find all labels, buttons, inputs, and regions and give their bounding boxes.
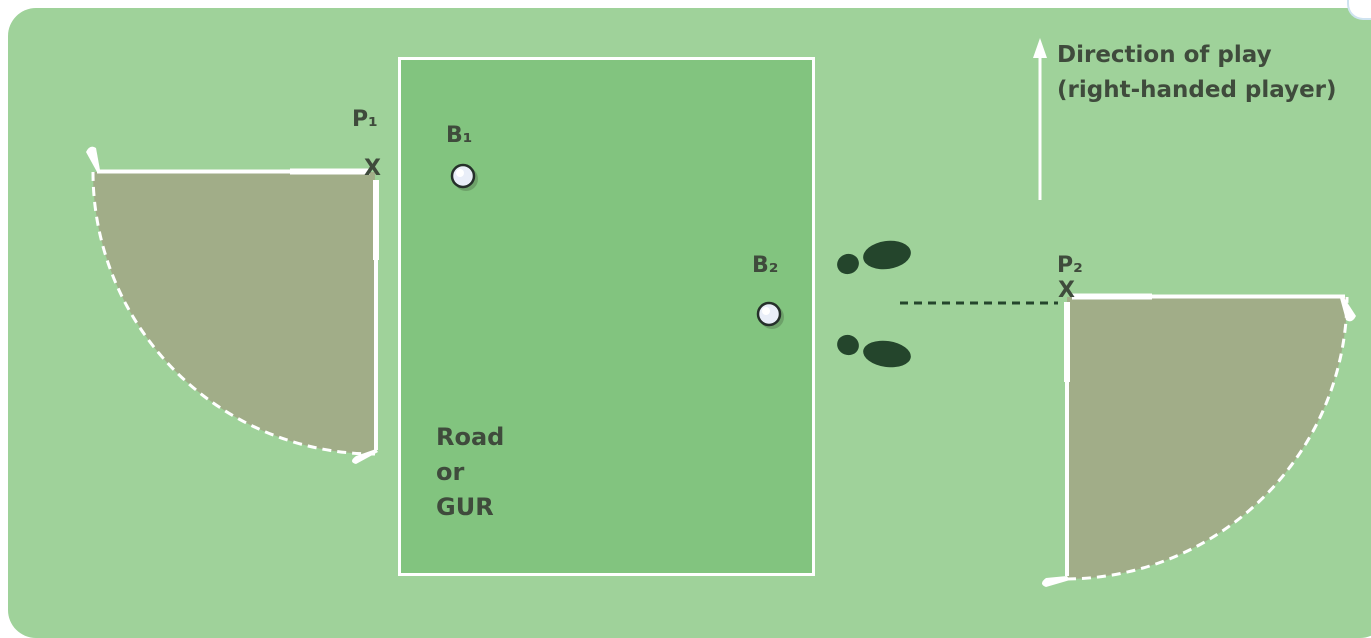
direction-line-2: (right-handed player) bbox=[1057, 77, 1337, 103]
club-right-vertical bbox=[1042, 302, 1070, 587]
road-or-gur-label: Road or GUR bbox=[436, 420, 504, 525]
relief-area-right bbox=[1067, 297, 1347, 579]
ball-b2 bbox=[756, 301, 784, 329]
label-b1: B₁ bbox=[446, 123, 473, 148]
ball-b1 bbox=[450, 163, 478, 191]
direction-line-1: Direction of play bbox=[1057, 42, 1272, 68]
relief-diagram bbox=[86, 38, 1356, 587]
road-label-line-2: or bbox=[436, 458, 465, 486]
club-right-horizontal bbox=[1072, 293, 1356, 322]
club-left-horizontal bbox=[86, 146, 370, 175]
relief-area-left bbox=[93, 172, 375, 454]
label-p2: P₂ bbox=[1057, 253, 1083, 278]
road-or-gur-area bbox=[398, 57, 815, 576]
relief-arc-left bbox=[91, 171, 376, 456]
footprints bbox=[837, 240, 911, 368]
label-p1: P₁ bbox=[352, 107, 378, 132]
direction-of-play-text: Direction of play (right-handed player) bbox=[1057, 38, 1337, 108]
road-label-line-3: GUR bbox=[436, 493, 494, 521]
point-p2-mark: X bbox=[1058, 278, 1075, 303]
club-left-vertical bbox=[352, 180, 379, 464]
point-p1-mark: X bbox=[364, 156, 381, 181]
label-b2: B₂ bbox=[752, 253, 779, 278]
window-corner bbox=[1347, 0, 1371, 20]
relief-arc-right bbox=[1066, 296, 1349, 581]
direction-arrow bbox=[1033, 38, 1047, 200]
road-label-line-1: Road bbox=[436, 423, 505, 451]
